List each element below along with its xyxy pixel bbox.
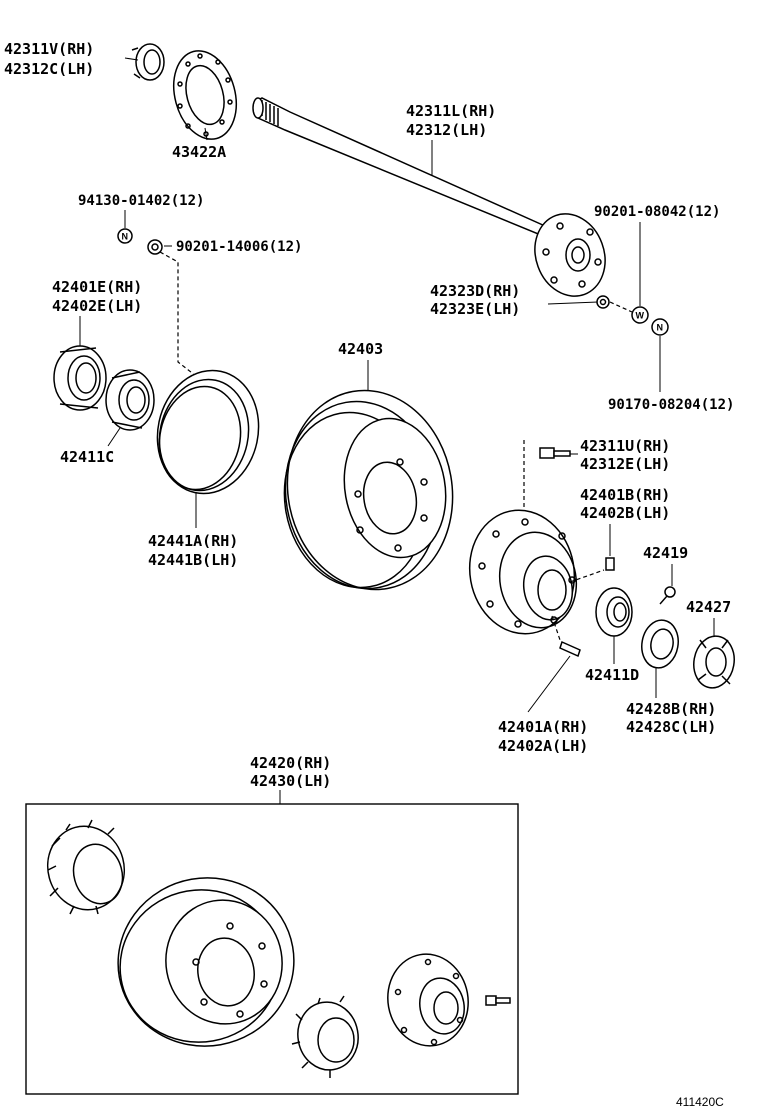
label-42402a: 42402A(LH) <box>498 737 588 755</box>
dashed-leader-pin <box>569 569 605 583</box>
assembly-hub[interactable] <box>381 948 476 1052</box>
label-42402e: 42402E(LH) <box>52 297 142 315</box>
washer-mark-n: N <box>122 232 129 242</box>
label-42430: 42430(LH) <box>250 772 331 790</box>
label-42323e: 42323E(LH) <box>430 300 520 318</box>
label-90201-08042: 90201-08042(12) <box>594 204 720 220</box>
label-42419: 42419 <box>643 544 688 562</box>
leader-43422a <box>204 127 208 141</box>
label-42401a: 42401A(RH) <box>498 718 588 736</box>
dashed-leader-42323 <box>609 301 633 313</box>
washer-94130[interactable]: N <box>117 228 133 244</box>
dashed-leader-nut <box>159 251 197 377</box>
leader-42411c <box>107 427 121 447</box>
label-42411c: 42411C <box>60 448 114 466</box>
label-42312c: 42312C(LH) <box>4 60 94 78</box>
label-94130: 94130-01402(12) <box>78 193 204 209</box>
label-42403: 42403 <box>338 340 383 358</box>
axle-shaft-42311l[interactable] <box>252 97 616 306</box>
assembly-box-42420 <box>25 803 519 1095</box>
brake-drum-42403[interactable] <box>271 377 468 602</box>
label-90170: 90170-08204(12) <box>608 397 734 413</box>
washer-mark-n2: N <box>657 323 664 333</box>
label-42402b: 42402B(LH) <box>580 504 670 522</box>
assembly-tapered-bearing-inner[interactable] <box>291 995 363 1078</box>
label-42428b: 42428B(RH) <box>626 700 716 718</box>
assembly-brake-drum[interactable] <box>105 864 307 1060</box>
label-42427: 42427 <box>686 598 731 616</box>
label-42312e: 42312E(LH) <box>580 455 670 473</box>
hub-nut-42427[interactable] <box>690 633 738 691</box>
label-42311v: 42311V(RH) <box>4 40 94 58</box>
bearing-42411d[interactable] <box>595 587 633 637</box>
label-42401b: 42401B(RH) <box>580 486 670 504</box>
screw-42419[interactable] <box>659 586 676 605</box>
nut-90201-14006[interactable] <box>147 239 163 255</box>
gasket-43422a[interactable] <box>164 44 245 146</box>
washer-w-90201-08042[interactable]: W <box>631 306 649 324</box>
label-42311u: 42311U(RH) <box>580 437 670 455</box>
label-42441a: 42441A(RH) <box>148 532 238 550</box>
washer-mark-w: W <box>636 311 645 321</box>
pin-42401b[interactable] <box>605 557 615 571</box>
assembly-hub-bolt[interactable] <box>485 995 511 1006</box>
washer-n-90170[interactable]: N <box>651 318 669 336</box>
label-42401e: 42401E(RH) <box>52 278 142 296</box>
stud-42401a[interactable] <box>559 640 581 658</box>
nut-42323d[interactable] <box>596 295 610 309</box>
label-42323d: 42323D(RH) <box>430 282 520 300</box>
label-42420: 42420(RH) <box>250 754 331 772</box>
label-42441b: 42441B(LH) <box>148 551 238 569</box>
lock-washer-42428b[interactable] <box>638 617 682 671</box>
label-42311l: 42311L(RH) <box>406 102 496 120</box>
seal-42401e[interactable] <box>53 345 107 411</box>
oil-seal-42311v[interactable] <box>131 43 165 81</box>
bearing-42411c[interactable] <box>105 369 155 431</box>
hub-bolt-42311u[interactable] <box>539 447 571 459</box>
assembly-tapered-bearing-outer[interactable] <box>38 818 133 919</box>
leader-42323d <box>547 301 599 305</box>
figure-code: 411420C <box>676 1095 724 1109</box>
label-42312: 42312(LH) <box>406 121 487 139</box>
label-43422a: 43422A <box>172 143 226 161</box>
axle-hub[interactable] <box>460 502 584 642</box>
label-90201-14006: 90201-14006(12) <box>176 239 302 255</box>
label-42411d: 42411D <box>585 666 639 684</box>
seal-ring-42441a[interactable] <box>146 361 270 503</box>
leader-42311v <box>124 57 139 61</box>
dashed-leader-stud <box>551 615 561 641</box>
leader-42401a <box>527 655 571 713</box>
label-42428c: 42428C(LH) <box>626 718 716 736</box>
